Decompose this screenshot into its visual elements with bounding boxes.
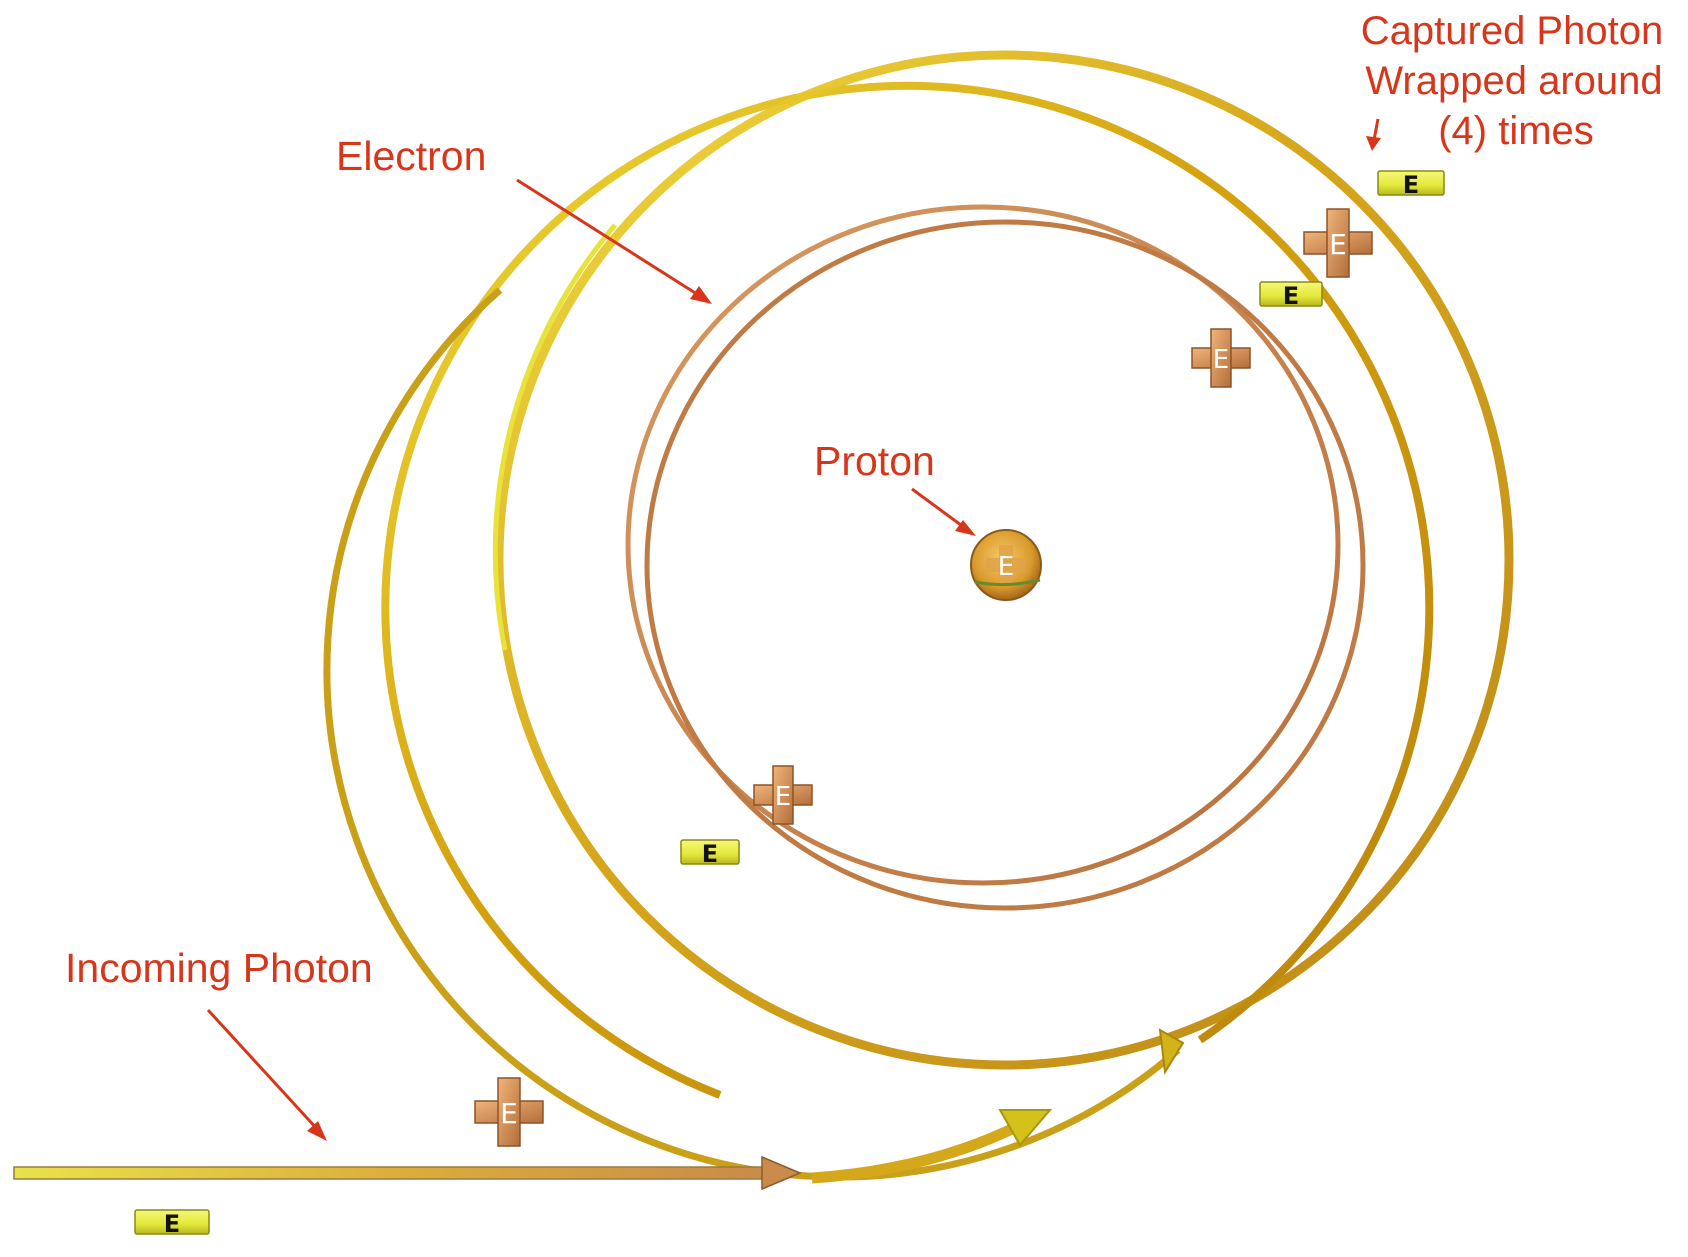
proton-callout: Proton — [814, 438, 976, 536]
photon-beam-shaft — [13, 1166, 775, 1180]
proton-label: Proton — [814, 438, 935, 484]
electron-orbit-2 — [644, 219, 1366, 911]
proton: E — [970, 529, 1042, 601]
photon-orbit-inner — [323, 287, 1181, 1181]
positive-marker-4: E — [474, 1077, 544, 1147]
proton-pointer-line — [911, 487, 966, 530]
electron-orbits — [625, 204, 1366, 911]
proton-shadow-line — [974, 578, 1041, 587]
positive-marker-1: E — [1303, 208, 1373, 278]
photon-curve-arrow-head — [998, 1109, 1053, 1147]
positive-marker-symbol: E — [500, 1097, 518, 1130]
electron-marker-symbol: E — [1403, 171, 1419, 199]
captured-photon-pointer-head — [1366, 136, 1381, 151]
electron-marker-symbol: E — [1283, 282, 1299, 310]
incoming-photon-pointer-head — [307, 1121, 327, 1141]
electron-marker-4: E — [134, 1209, 210, 1238]
electron-pointer-head — [690, 286, 712, 304]
electron-marker-symbol: E — [164, 1210, 180, 1238]
positive-marker-3: E — [753, 765, 813, 825]
photon-orbit-yellow-highlight — [492, 223, 617, 651]
captured-photon-label-line2: Wrapped around — [1365, 59, 1662, 103]
incoming-photon-beam — [13, 1109, 1053, 1191]
electron-pointer-line — [516, 178, 701, 298]
photon-beam-arrow-head — [761, 1155, 802, 1191]
captured-photon-pointer-line — [1372, 118, 1380, 141]
incoming-photon-callout: Incoming Photon — [65, 945, 373, 1141]
captured-photon-orbits — [323, 50, 1514, 1181]
proton-symbol: E — [998, 552, 1014, 582]
captured-photon-label-line3: (4) times — [1438, 109, 1594, 153]
electron-callout: Electron — [336, 133, 712, 304]
electron-marker-symbol: E — [702, 840, 718, 868]
orbit-arrow-head — [1158, 1028, 1185, 1075]
positive-marker-2: E — [1191, 328, 1251, 388]
incoming-photon-label: Incoming Photon — [65, 945, 373, 991]
positive-marker-symbol: E — [1329, 228, 1347, 261]
electron-marker-2: E — [1259, 281, 1323, 310]
captured-photon-callout: Captured Photon Wrapped around (4) times — [1361, 9, 1663, 153]
photon-orbit-ring — [494, 50, 1514, 1070]
photon-orbit-outer — [381, 81, 1434, 1099]
positive-marker-symbol: E — [1213, 345, 1229, 375]
electron-orbit-1 — [625, 204, 1341, 886]
electron-label: Electron — [336, 133, 486, 179]
positive-marker-symbol: E — [775, 782, 791, 812]
photon-curve-segment — [811, 1120, 1023, 1184]
electron-marker-3: E — [680, 839, 740, 868]
incoming-photon-pointer-line — [206, 1008, 320, 1132]
proton-pointer-head — [955, 520, 976, 536]
captured-photon-label-line1: Captured Photon — [1361, 9, 1663, 53]
proton-plus-v — [999, 545, 1013, 585]
electron-marker-1: E — [1377, 170, 1445, 199]
